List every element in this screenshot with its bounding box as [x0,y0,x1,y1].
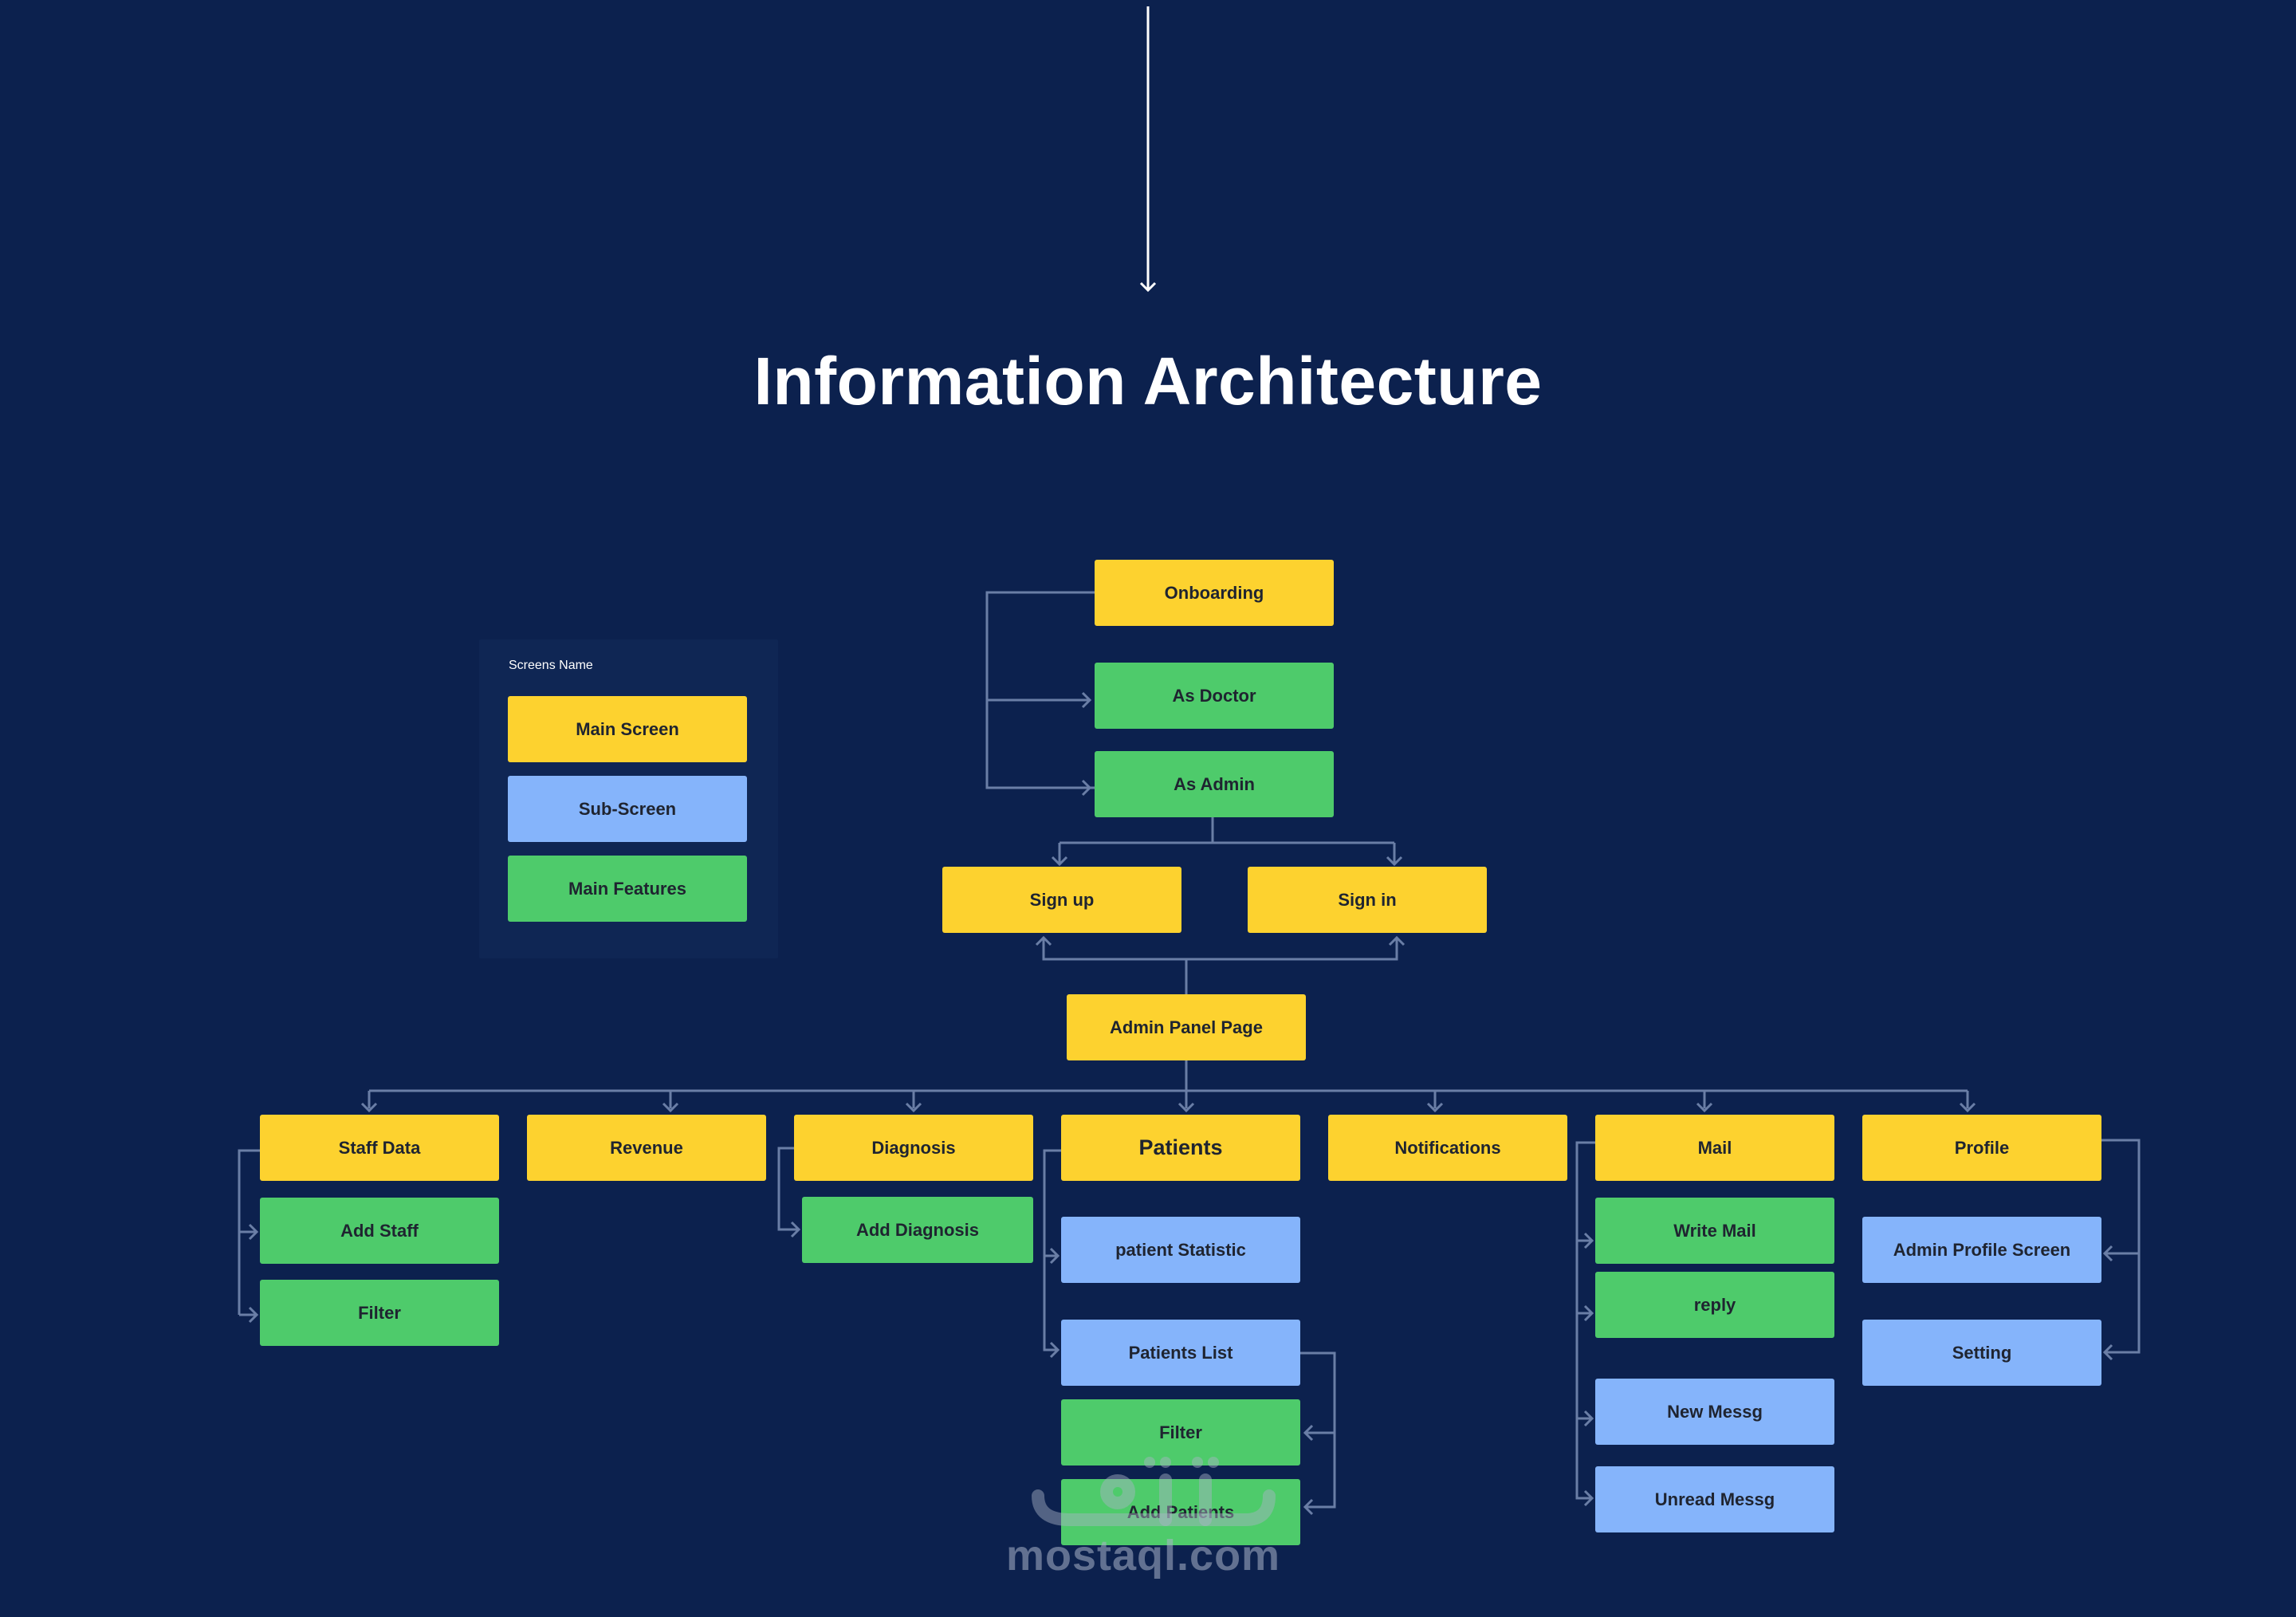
arrowhead-icon [1583,1304,1594,1322]
watermark-text: mostaql.com [1006,1532,1281,1580]
legend-main-features: Main Features [508,856,747,922]
node-as-admin: As Admin [1095,751,1334,817]
arrowhead-icon [2102,1245,2113,1262]
node-unread-messg: Unread Messg [1595,1466,1834,1532]
arrowhead-icon [248,1223,259,1241]
legend-main-screen: Main Screen [508,696,747,762]
arrowhead-icon [1386,856,1403,867]
arrowhead-icon [2102,1344,2113,1361]
arrowhead-icon [1583,1410,1594,1427]
arrowhead-icon [1583,1232,1594,1249]
arrowhead-icon [1303,1498,1314,1516]
node-add-staff: Add Staff [260,1198,499,1264]
onboarding-bracket [985,591,1095,789]
arrowhead-icon [1035,935,1052,946]
merge-line [1042,938,1398,961]
arrowhead-icon [1177,1102,1195,1113]
node-setting: Setting [1862,1320,2101,1386]
node-reply: reply [1595,1272,1834,1338]
node-write-mail: Write Mail [1595,1198,1834,1264]
node-admin-panel-page: Admin Panel Page [1067,994,1306,1060]
arrowhead-icon [790,1221,801,1238]
arrowhead-icon [360,1102,378,1113]
patients-bracket [1043,1149,1061,1351]
node-as-doctor: As Doctor [1095,663,1334,729]
node-diagnosis: Diagnosis [794,1115,1033,1181]
node-add-patients: Add Patients [1061,1479,1300,1545]
page-title: Information Architecture [753,344,1543,419]
legend-title: Screens Name [509,659,593,672]
arrowhead-icon [905,1102,922,1113]
node-patients: Patients [1061,1115,1300,1181]
node-add-diagnosis: Add Diagnosis [802,1197,1033,1263]
node-mail: Mail [1595,1115,1834,1181]
node-profile: Profile [1862,1115,2101,1181]
node-sign-up: Sign up [942,867,1181,933]
arrowhead-icon [1081,779,1092,797]
arrowhead-icon [1139,281,1157,293]
node-sign-in: Sign in [1248,867,1487,933]
node-revenue: Revenue [527,1115,766,1181]
node-staff-filter: Filter [260,1280,499,1346]
arrowhead-icon [1049,1341,1060,1359]
arrowhead-icon [1051,856,1068,867]
node-new-messg: New Messg [1595,1379,1834,1445]
node-patients-filter: Filter [1061,1399,1300,1466]
node-patient-statistic: patient Statistic [1061,1217,1300,1283]
arrowhead-icon [1583,1489,1594,1507]
node-patients-list: Patients List [1061,1320,1300,1386]
arrowhead-icon [1696,1102,1713,1113]
watermark-logo-icon [1032,1457,1276,1526]
node-onboarding: Onboarding [1095,560,1334,626]
arrowhead-icon [1303,1424,1314,1442]
legend-sub-screen: Sub-Screen [508,776,747,842]
node-admin-profile-screen: Admin Profile Screen [1862,1217,2101,1283]
arrowhead-icon [1388,935,1406,946]
arrowhead-icon [248,1306,259,1324]
node-staff-data: Staff Data [260,1115,499,1181]
arrowhead-icon [1959,1102,1976,1113]
arrowhead-icon [1426,1102,1444,1113]
node-notifications: Notifications [1328,1115,1567,1181]
arrowhead-icon [1081,691,1092,709]
staff-bracket [238,1149,260,1315]
diagnosis-bracket [777,1147,797,1231]
profile-bracket [2101,1139,2141,1354]
arrowhead-icon [662,1102,679,1113]
arrowhead-icon [1049,1247,1060,1265]
patients-list-bracket [1300,1351,1336,1509]
